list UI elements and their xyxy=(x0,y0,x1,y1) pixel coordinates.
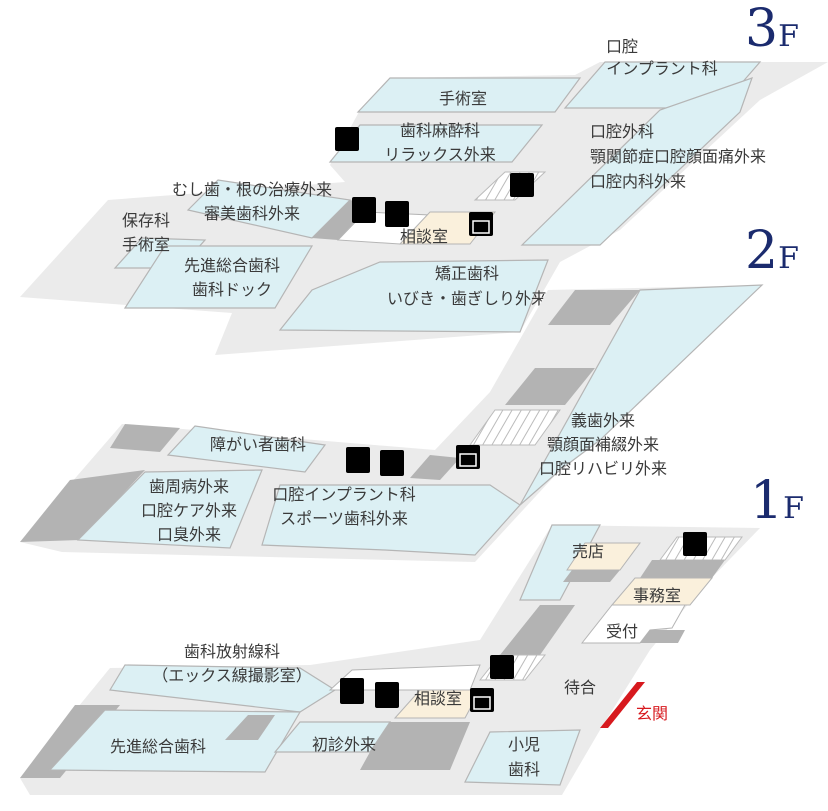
label-entrance[interactable]: 玄関 xyxy=(636,704,668,723)
label-waiting: 待合 xyxy=(564,678,596,697)
escalator-icon xyxy=(683,532,707,556)
label-radiology-2: （エックス線撮影室） xyxy=(152,666,312,685)
room-disability[interactable] xyxy=(166,425,327,473)
womens-restroom-icon xyxy=(340,678,364,704)
label-prosth-3: 口腔リハビリ外来 xyxy=(539,459,667,478)
label-radiology-1: 歯科放射線科 xyxy=(184,642,280,661)
mens-restroom-icon xyxy=(375,682,399,708)
escalator-icon xyxy=(335,127,359,151)
room-implant-2f[interactable] xyxy=(261,484,521,556)
room-surgery-3f[interactable] xyxy=(356,77,582,113)
label-ortho-1: 矯正歯科 xyxy=(435,264,499,283)
room-radiology[interactable] xyxy=(109,664,337,713)
entrance-marker xyxy=(600,682,645,728)
womens-restroom-icon xyxy=(346,447,370,473)
label-oral-surgery-1: 口腔外科 xyxy=(590,122,654,141)
elevator-icon xyxy=(455,444,481,470)
label-perio-2: 口腔ケア外来 xyxy=(141,501,237,520)
floor-label-1f: 1F xyxy=(750,471,804,531)
label-caries-2: 審美歯科外来 xyxy=(204,204,300,223)
label-implant-2f-2: スポーツ歯科外来 xyxy=(280,509,408,528)
room-prosth[interactable] xyxy=(519,284,764,506)
label-consult-1f: 相談室 xyxy=(414,689,462,708)
label-conservation-2: 手術室 xyxy=(122,235,170,254)
label-implant-3f-1: 口腔 xyxy=(606,37,638,56)
escalator-icon xyxy=(490,655,514,679)
label-prosth-2: 顎顔面補綴外来 xyxy=(547,435,659,454)
room-perio[interactable] xyxy=(76,469,263,549)
room-ortho[interactable] xyxy=(278,259,549,333)
label-implant-3f-2: インプラント科 xyxy=(606,59,718,78)
label-consult-3f: 相談室 xyxy=(400,227,448,246)
mens-restroom-icon xyxy=(380,450,404,476)
room-advanced-3f[interactable] xyxy=(123,245,314,309)
label-prosth-1: 義歯外来 xyxy=(571,411,635,430)
label-reception: 受付 xyxy=(606,622,638,641)
room-pediatric[interactable] xyxy=(464,729,581,786)
label-oral-surgery-3: 口腔内科外来 xyxy=(590,172,686,191)
label-caries-1: むし歯・根の治療外来 xyxy=(172,180,332,199)
mens-restroom-icon xyxy=(385,201,409,227)
floor-1f: 売店 事務室 受付 待合 玄関 歯科放射線科 （エックス線撮影室） 相談室 先進… xyxy=(20,471,804,795)
elevator-icon xyxy=(469,687,495,713)
label-pediatric-2: 歯科 xyxy=(508,760,540,779)
label-anesthesia-2: リラックス外来 xyxy=(384,145,496,164)
floor-2f: 障がい者歯科 義歯外来 顎顔面補綴外来 口腔リハビリ外来 歯周病外来 口腔ケア外… xyxy=(20,221,799,562)
label-first-visit: 初診外来 xyxy=(312,735,376,754)
label-perio-1: 歯周病外来 xyxy=(149,477,229,496)
label-anesthesia-1: 歯科麻酔科 xyxy=(400,121,480,140)
label-advanced-3f-1: 先進総合歯科 xyxy=(184,256,280,275)
floor-3f: 口腔 インプラント科 手術室 歯科麻酔科 リラックス外来 口腔外科 顎関節症口腔… xyxy=(20,0,828,355)
label-office: 事務室 xyxy=(633,586,681,605)
room-oral-surgery[interactable] xyxy=(520,77,753,246)
elevator-icon xyxy=(468,211,494,237)
label-shop: 売店 xyxy=(572,542,604,561)
label-perio-3: 口臭外来 xyxy=(157,525,221,544)
label-advanced-1f: 先進総合歯科 xyxy=(110,737,206,756)
label-implant-2f-1: 口腔インプラント科 xyxy=(272,485,416,504)
womens-restroom-icon xyxy=(352,197,376,223)
label-disability: 障がい者歯科 xyxy=(210,435,306,454)
room-advanced-1f[interactable] xyxy=(48,709,302,773)
label-pediatric-1: 小児 xyxy=(508,735,540,754)
label-advanced-3f-2: 歯科ドック xyxy=(192,280,272,299)
floor-label-3f: 3F xyxy=(745,0,799,59)
escalator-icon xyxy=(510,173,534,197)
room-lobby-side xyxy=(519,524,601,601)
label-ortho-2: いびき・歯ぎしり外来 xyxy=(387,289,547,308)
label-conservation-1: 保存科 xyxy=(122,211,170,230)
floor-label-2f: 2F xyxy=(745,221,799,281)
label-surgery-3f: 手術室 xyxy=(439,89,487,108)
label-oral-surgery-2: 顎関節症口腔顔面痛外来 xyxy=(590,147,766,166)
